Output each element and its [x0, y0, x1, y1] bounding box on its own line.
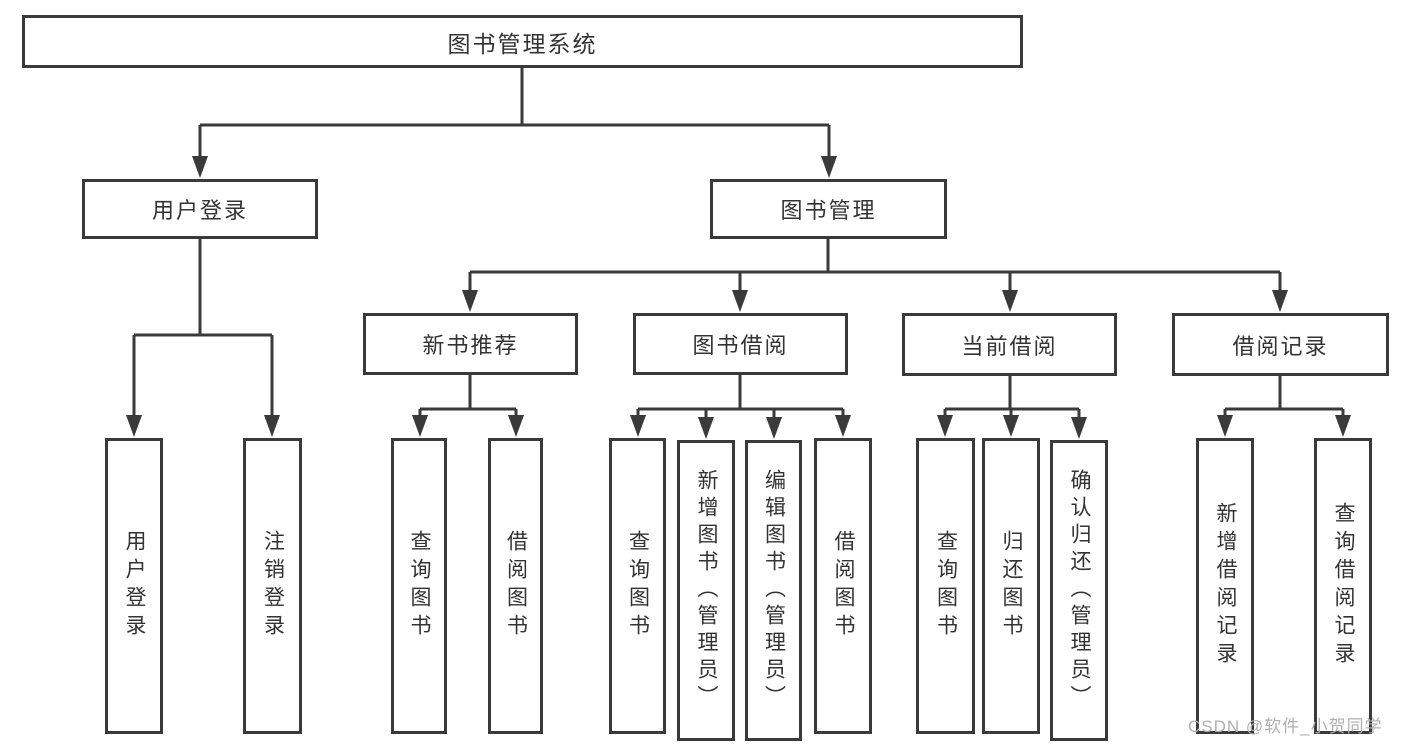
node-borrowing-records: 借阅记录 — [1172, 313, 1389, 376]
leaf-nb-query-books: 查询图书 — [391, 438, 447, 734]
node-book-borrowing: 图书借阅 — [633, 313, 848, 375]
leaf-bb-edit-books-admin: 编辑图书（管理员） — [745, 440, 802, 741]
leaf-br-add-record: 新增借阅记录 — [1196, 438, 1254, 734]
leaf-bb-query-books: 查询图书 — [609, 438, 666, 734]
leaf-nb-borrow-books: 借阅图书 — [488, 438, 543, 734]
arrowhead — [264, 415, 280, 437]
leaf-cb-query-books: 查询图书 — [916, 438, 975, 734]
arrowhead — [126, 415, 142, 437]
arrowhead — [1002, 290, 1018, 312]
connector-root — [198, 67, 831, 158]
node-book-management: 图书管理 — [710, 179, 947, 239]
connector-current-borrow — [943, 375, 1081, 417]
arrowhead — [937, 415, 953, 437]
leaf-bb-borrow-books: 借阅图书 — [814, 438, 872, 734]
arrowhead — [630, 415, 646, 437]
arrowhead — [508, 415, 524, 437]
leaf-user-login: 用户登录 — [105, 438, 163, 734]
leaf-cb-confirm-return-admin: 确认归还（管理员） — [1050, 440, 1108, 741]
leaf-logout: 注销登录 — [243, 438, 302, 734]
leaf-cb-return-books: 归还图书 — [982, 438, 1040, 734]
arrowhead — [412, 415, 428, 437]
connector-new-book — [418, 375, 518, 417]
arrowhead — [192, 156, 208, 178]
leaf-bb-add-books-admin: 新增图书（管理员） — [677, 440, 735, 741]
arrowhead — [1272, 290, 1288, 312]
watermark: CSDN @软件_小贺同学 — [1188, 717, 1383, 736]
arrowhead — [462, 290, 478, 312]
arrowhead — [821, 156, 837, 178]
arrowhead — [766, 417, 782, 439]
arrowhead — [732, 290, 748, 312]
connector-borrow-records — [1223, 375, 1345, 417]
node-system-root: 图书管理系统 — [22, 15, 1023, 68]
connector-user-login — [132, 239, 274, 416]
node-new-book-recommend: 新书推荐 — [363, 313, 578, 375]
leaf-br-query-record: 查询借阅记录 — [1314, 438, 1372, 734]
arrowhead — [1071, 417, 1087, 439]
node-user-login: 用户登录 — [82, 179, 318, 239]
arrowhead — [1335, 415, 1351, 437]
connector-book-borrow — [636, 375, 845, 417]
arrowhead — [835, 415, 851, 437]
arrowhead — [1217, 415, 1233, 437]
arrowhead — [698, 417, 714, 439]
arrowhead — [1003, 415, 1019, 437]
node-current-borrowing: 当前借阅 — [902, 313, 1117, 376]
connector-book-management — [468, 239, 1282, 291]
